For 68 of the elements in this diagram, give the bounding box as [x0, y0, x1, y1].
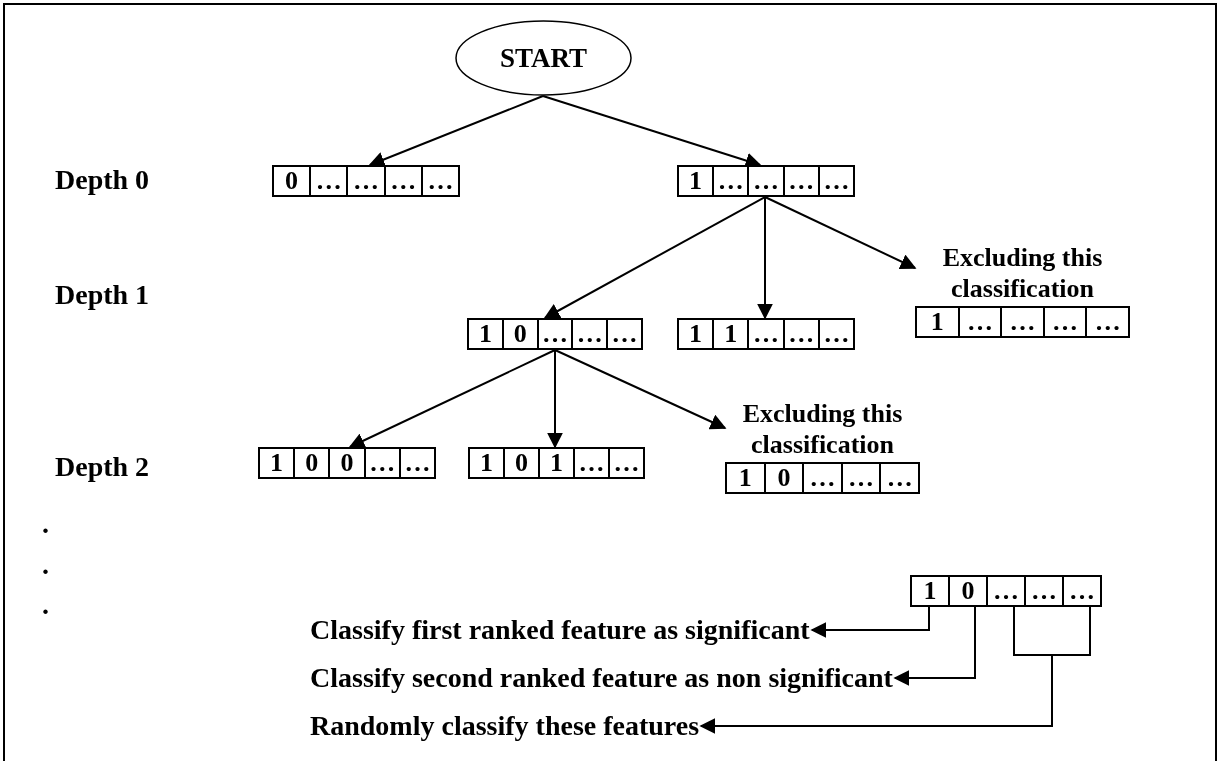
- array-cell: …: [712, 167, 748, 195]
- array-cell-text: 1: [479, 449, 494, 477]
- array-cell: …: [782, 167, 818, 195]
- array-cell: …: [536, 320, 572, 348]
- arrow: [764, 196, 917, 270]
- arrow: [368, 95, 544, 168]
- array-cell: …: [1042, 308, 1086, 336]
- array-cell: …: [398, 449, 434, 477]
- array-cell-text: 1: [688, 320, 704, 348]
- array-cell: …: [606, 320, 641, 348]
- arrow: [810, 606, 930, 638]
- depth-label: Depth 0: [55, 164, 150, 196]
- start-ellipse: [455, 20, 632, 96]
- array-cell: 0: [948, 577, 986, 605]
- arrow: [757, 196, 773, 320]
- array-cell: …: [879, 464, 918, 492]
- array-cell: 1: [712, 320, 748, 348]
- array-cell: …: [817, 320, 853, 348]
- array-cell: …: [957, 308, 1001, 336]
- array-cell: …: [840, 464, 880, 492]
- continuation-dot: .: [42, 508, 49, 540]
- node-label: START: [499, 42, 588, 74]
- arrow: [547, 349, 563, 449]
- array-cell-text: 1: [269, 449, 285, 477]
- arrow: [543, 196, 766, 319]
- array-cell: …: [573, 449, 608, 477]
- array-cell-text: 1: [929, 308, 945, 336]
- array-cell: …: [608, 449, 643, 477]
- array-cell-text: 1: [922, 577, 938, 605]
- array-cell: …: [420, 167, 458, 195]
- array-cell: …: [363, 449, 399, 477]
- caption-text: Excluding this classification: [741, 398, 904, 460]
- description-text: Randomly classify these features: [310, 709, 700, 743]
- array-cell: …: [747, 167, 783, 195]
- array-cell: 0: [503, 449, 538, 477]
- array-cell: …: [782, 320, 818, 348]
- continuation-dot: .: [42, 589, 49, 621]
- array-cell: …: [383, 167, 421, 195]
- array-cell: …: [571, 320, 607, 348]
- depth-label: Depth 1: [55, 279, 150, 311]
- array-cell: 1: [538, 449, 573, 477]
- array-cell: 0: [763, 464, 803, 492]
- depth-label: Depth 2: [55, 451, 150, 483]
- arrow: [699, 606, 1091, 734]
- array-cell: …: [1024, 577, 1062, 605]
- continuation-dot: .: [42, 549, 49, 581]
- arrow: [893, 606, 976, 686]
- caption-text: Excluding this classification: [941, 242, 1104, 304]
- array-cell: 0: [293, 449, 329, 477]
- array-cell: …: [817, 167, 853, 195]
- array-cell: …: [802, 464, 841, 492]
- array-cell-text: 1: [737, 464, 753, 492]
- array-cell: …: [1085, 308, 1128, 336]
- array-cell: …: [1062, 577, 1100, 605]
- arrow: [348, 349, 556, 449]
- description-text: Classify first ranked feature as significant: [310, 613, 810, 647]
- array-cell: …: [986, 577, 1024, 605]
- array-cell: …: [309, 167, 347, 195]
- array-cell: 0: [501, 320, 537, 348]
- array-cell: …: [1000, 308, 1043, 336]
- array-cell: …: [346, 167, 384, 195]
- arrow: [554, 349, 727, 430]
- array-cell-text: 0: [284, 167, 300, 195]
- array-cell-text: 1: [477, 320, 493, 348]
- array-cell: 0: [328, 449, 364, 477]
- description-text: Classify second ranked feature as non significant: [310, 661, 893, 695]
- array-cell-text: 1: [688, 167, 704, 195]
- array-cell: …: [747, 320, 783, 348]
